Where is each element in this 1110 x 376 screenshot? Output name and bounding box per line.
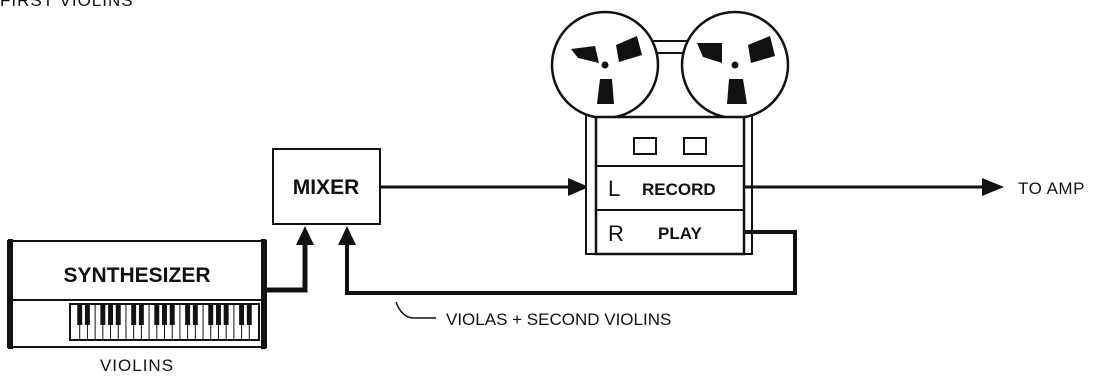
left-reel-hub: [601, 61, 609, 69]
black-key: [215, 304, 221, 325]
synthesizer: SYNTHESIZER VIOLINS: [7, 239, 267, 375]
track-l-letter: L: [608, 176, 620, 201]
right-reel-spoke-3: [727, 79, 747, 104]
synth-to-mixer-line: [266, 243, 308, 293]
black-key: [239, 304, 245, 325]
tape-recorder: L RECORD R PLAY: [550, 10, 790, 256]
black-key: [77, 304, 83, 325]
synth-right-endcap: [261, 239, 266, 349]
feedback-arrowhead: [338, 226, 356, 245]
right-reel-spoke-2: [748, 36, 775, 63]
left-reel-spoke-3: [597, 79, 614, 104]
feedback-callout-leader: [395, 301, 436, 319]
mixer-label: MIXER: [293, 176, 360, 199]
black-key: [185, 304, 191, 325]
feedback-loop-line: [345, 230, 797, 295]
black-key: [100, 304, 106, 325]
to-amp-label: TO AMP: [1018, 179, 1085, 198]
left-reel-spoke-1: [571, 46, 599, 63]
synth-keyboard: [69, 303, 260, 341]
left-reel-spoke-2: [616, 36, 642, 62]
black-key: [115, 304, 121, 325]
right-reel-hub: [731, 61, 739, 69]
mixer: MIXER: [272, 148, 381, 225]
black-key: [162, 304, 167, 325]
play-label: PLAY: [658, 224, 702, 243]
black-key: [131, 304, 137, 325]
track-r-letter: R: [608, 221, 624, 246]
right-reel: [680, 10, 790, 120]
recorder-to-amp-arrowhead: [982, 178, 1004, 196]
black-key: [192, 304, 198, 325]
mixer-to-recorder-arrowhead: [568, 178, 589, 196]
black-key: [154, 304, 160, 325]
left-reel: [550, 10, 660, 120]
black-key: [223, 304, 229, 325]
black-key: [208, 304, 214, 325]
recorder-button-1: [633, 137, 657, 155]
synth-to-mixer-arrowhead: [296, 226, 314, 245]
first-violins-caption: FIRST VIOLINS: [0, 0, 134, 10]
record-label: RECORD: [642, 180, 716, 199]
synthesizer-label: SYNTHESIZER: [63, 264, 210, 287]
mixer-box: [272, 148, 381, 225]
black-key: [138, 304, 144, 325]
black-key: [108, 304, 114, 325]
black-key: [169, 304, 175, 325]
right-reel-spoke-1: [697, 43, 722, 63]
recorder-body: [594, 115, 746, 256]
feedback-label: VIOLAS + SECOND VIOLINS: [446, 310, 671, 329]
recorder-button-2: [683, 137, 707, 155]
black-key: [246, 304, 252, 325]
synth-left-endcap: [8, 239, 13, 349]
violins-caption: VIOLINS: [100, 356, 174, 375]
black-key: [84, 304, 90, 325]
